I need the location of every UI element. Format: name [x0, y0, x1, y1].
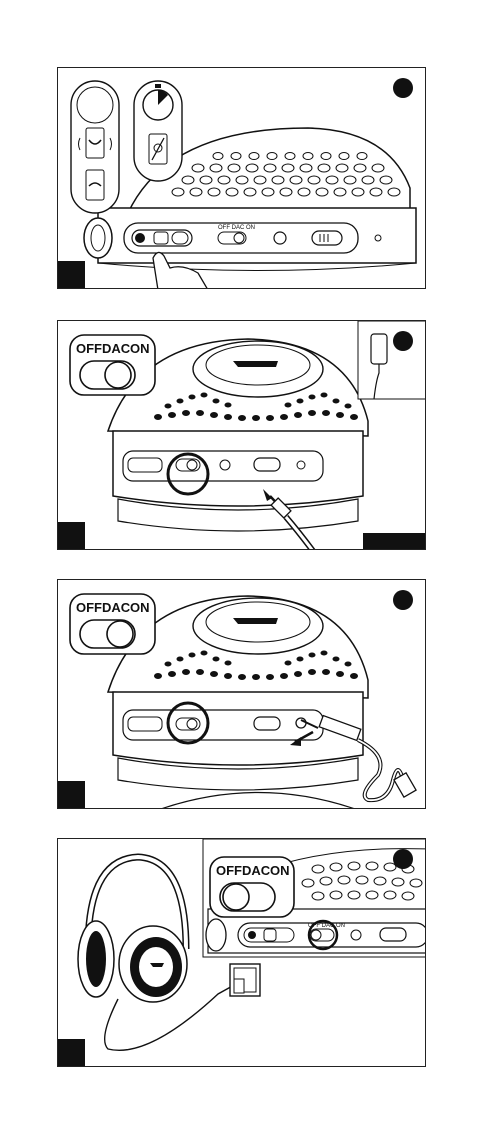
panel-controls-illustration: OFF DAC ON [58, 68, 426, 289]
panel-charging-illustration: OFF DAC ON OFF DAC ON [58, 839, 426, 1067]
panel-controls: OFF DAC ON [57, 67, 426, 289]
step-marker-dot [393, 590, 413, 610]
switch-on-label: ON [130, 341, 150, 356]
switch-dac-label: DAC [102, 341, 131, 356]
switch-off-label: OFF [216, 863, 242, 878]
switch-off-label: OFF [76, 600, 102, 615]
switch-on-label: ON [130, 600, 150, 615]
switch-off-label: OFF [76, 341, 102, 356]
panel-analog-jack: OFF DAC ON [57, 579, 426, 809]
wall-outlet-icon [230, 964, 260, 996]
mic-mute-icon [149, 134, 167, 164]
step-number-box [58, 261, 85, 288]
panel-usb-dac: OFF DAC ON [57, 320, 426, 550]
step-marker-dot [393, 331, 413, 351]
switch-on-label: ON [270, 863, 290, 878]
switch-dac-label: DAC [102, 600, 131, 615]
switch-dac-label: DAC [242, 863, 271, 878]
step-number-box [58, 522, 85, 549]
panel-jack-illustration: OFF DAC ON [58, 580, 426, 809]
step-number-box [58, 1039, 85, 1066]
step-number-box [58, 781, 85, 808]
panel-usb-illustration: OFF DAC ON [58, 321, 426, 550]
headphones-icon [78, 857, 187, 1002]
panel-charging: OFF DAC ON OFF DAC ON [57, 838, 426, 1067]
step-marker-dot [393, 849, 413, 869]
step-marker-dot [393, 78, 413, 98]
phone-hangup-icon [86, 170, 104, 200]
switch-small-label: OFF DAC ON [218, 225, 255, 231]
